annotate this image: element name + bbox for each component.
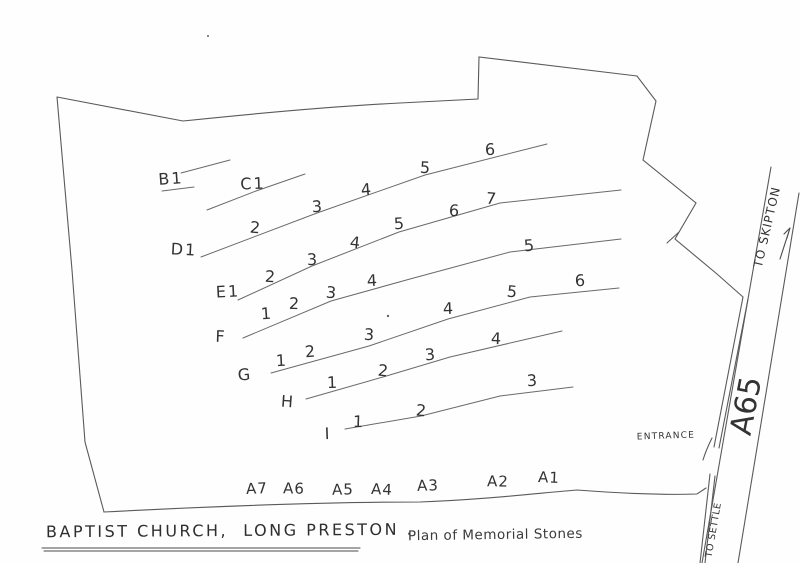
row-label-I: I <box>324 423 332 444</box>
row-label-F: F <box>215 326 227 347</box>
row-label-E1: E1 <box>215 281 241 302</box>
row-line-F <box>242 238 622 339</box>
stone-G1: 1 <box>275 350 287 371</box>
stone-H3: 3 <box>424 344 436 365</box>
field-boundary-top <box>56 56 744 298</box>
page-subtitle: Plan of Memorial Stones <box>407 525 583 545</box>
front-stone-A5: A5 <box>331 480 355 499</box>
stone-D6: 6 <box>484 139 496 160</box>
front-stone-A2: A2 <box>486 472 510 491</box>
stone-E4: 4 <box>348 232 362 253</box>
stone-D3: 3 <box>311 196 323 217</box>
stone-G2: 2 <box>304 341 316 362</box>
stone-D4: 4 <box>360 179 372 200</box>
stone-I1: 1 <box>352 411 364 432</box>
page-title: BAPTIST CHURCH, LONG PRESTON . <box>45 519 415 542</box>
row-label-C1: C1 <box>239 173 266 194</box>
row-label-H: H <box>280 391 296 412</box>
stray-dot-top <box>207 35 209 37</box>
stone-I3: 3 <box>526 370 538 391</box>
row-label-D1: D1 <box>170 239 198 260</box>
stone-G3: 3 <box>363 324 375 345</box>
front-stone-A3: A3 <box>416 476 440 495</box>
stone-E3: 3 <box>306 249 318 270</box>
row-label-B1: B1 <box>157 168 185 189</box>
row-line-D1 <box>200 143 548 258</box>
road-edge-left <box>701 166 772 563</box>
stray-dot-middle <box>386 314 390 318</box>
front-stone-A7: A7 <box>245 479 269 498</box>
stone-F5: 5 <box>523 235 535 256</box>
entrance-gate-mark <box>702 437 713 461</box>
stone-D5: 5 <box>419 157 431 178</box>
stone-F1: 1 <box>260 303 272 324</box>
stone-G4: 4 <box>442 298 454 319</box>
field-boundary-left-bottom <box>56 96 707 513</box>
row-line-E1 <box>237 189 622 301</box>
stone-E6: 6 <box>448 200 460 221</box>
front-stone-A6: A6 <box>282 479 306 498</box>
stone-D2: 2 <box>249 217 261 238</box>
stone-F2: 2 <box>288 293 300 314</box>
stone-I2: 2 <box>415 400 427 421</box>
skipton-arrow <box>779 227 791 260</box>
stone-F4: 4 <box>366 270 378 291</box>
stone-H2: 2 <box>376 360 390 381</box>
row-line-B1 <box>180 159 231 174</box>
stone-E5: 5 <box>393 213 405 234</box>
stone-H1: 1 <box>326 372 338 393</box>
stone-G6: 6 <box>574 270 586 291</box>
row-label-G: G <box>236 364 253 385</box>
row-line-H <box>305 330 563 400</box>
boundary-tick <box>666 231 680 244</box>
row-line-I <box>344 386 574 430</box>
stone-E7: 7 <box>485 188 497 209</box>
stone-E2: 2 <box>264 266 276 287</box>
stone-H4: 4 <box>490 328 502 349</box>
row-label-underline-B1 <box>161 186 195 192</box>
front-stone-A4: A4 <box>370 479 394 500</box>
stone-G5: 5 <box>505 281 519 302</box>
road-edge-right <box>737 192 800 563</box>
title-underline <box>41 547 361 552</box>
stone-F3: 3 <box>325 282 337 303</box>
row-line-C1 <box>206 173 306 211</box>
front-stone-A1: A1 <box>537 468 561 487</box>
row-line-G <box>270 287 620 374</box>
